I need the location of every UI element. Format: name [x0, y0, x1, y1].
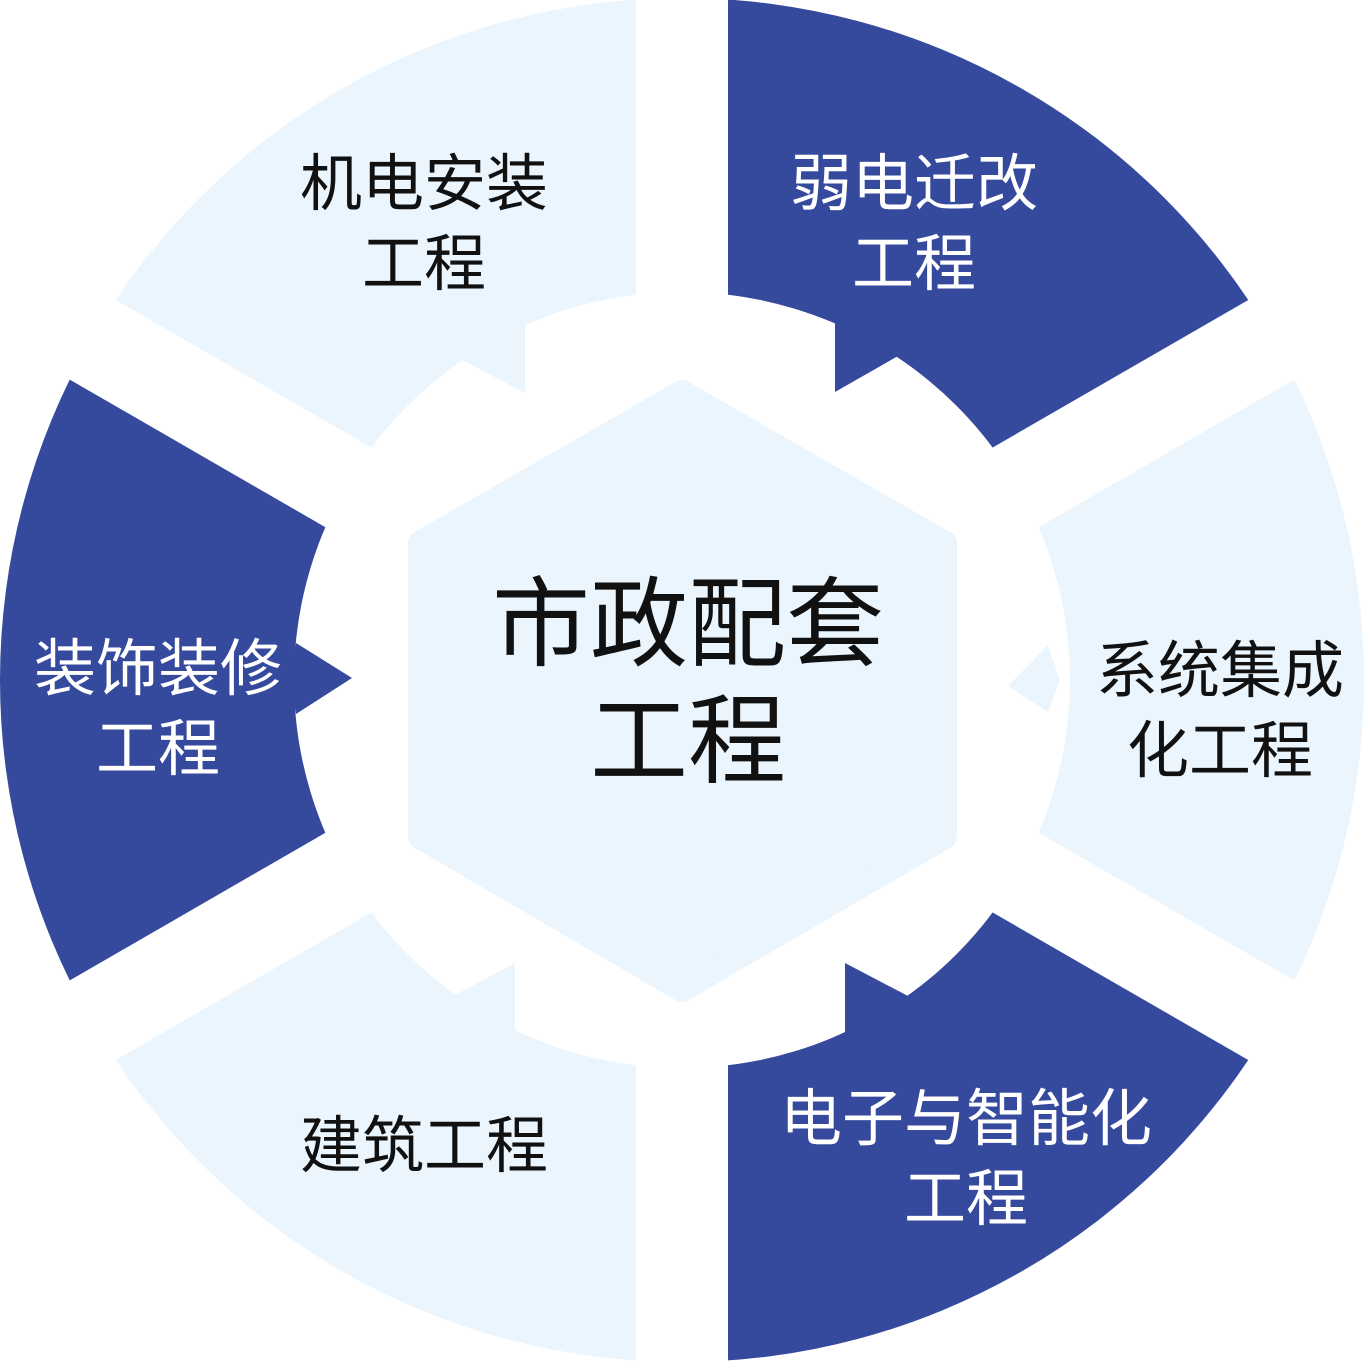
label-line2: 工程	[852, 227, 976, 300]
label-line2: 工程	[96, 712, 220, 785]
label-line1: 机电安装	[300, 147, 548, 220]
label-line1: 装饰装修	[34, 632, 282, 705]
label-line1: 系统集成	[1096, 634, 1344, 707]
arrow-tab-top-right	[835, 320, 898, 392]
label-line1: 建筑工程	[300, 1109, 548, 1182]
center-title-line1: 市政配套	[492, 568, 884, 682]
label-line1: 电子与智能化	[780, 1082, 1152, 1155]
segment-label-top-right: 弱电迁改 工程	[790, 147, 1038, 300]
label-line1: 弱电迁改	[790, 147, 1038, 220]
segment-label-top-left: 机电安装 工程	[300, 147, 548, 300]
segment-label-bottom-left: 建筑工程	[300, 1109, 548, 1182]
arrow-tab-left	[290, 643, 352, 714]
arrow-tab-right	[1008, 645, 1060, 712]
center-title-line2: 工程	[590, 685, 786, 799]
segment-label-bottom-right: 电子与智能化 工程	[780, 1082, 1152, 1235]
segment-label-right: 系统集成 化工程	[1096, 634, 1344, 787]
label-line2: 工程	[362, 227, 486, 300]
center-hexagon	[408, 380, 957, 1002]
arrow-tabs	[290, 318, 1060, 1035]
label-line2: 化工程	[1127, 714, 1313, 787]
arrow-tab-bottom-left	[455, 963, 515, 1032]
segment-label-left: 装饰装修 工程	[34, 632, 282, 785]
arrow-tab-top-left	[425, 318, 525, 393]
label-line2: 工程	[904, 1162, 1028, 1235]
arrow-tab-bottom-right	[845, 963, 908, 1035]
